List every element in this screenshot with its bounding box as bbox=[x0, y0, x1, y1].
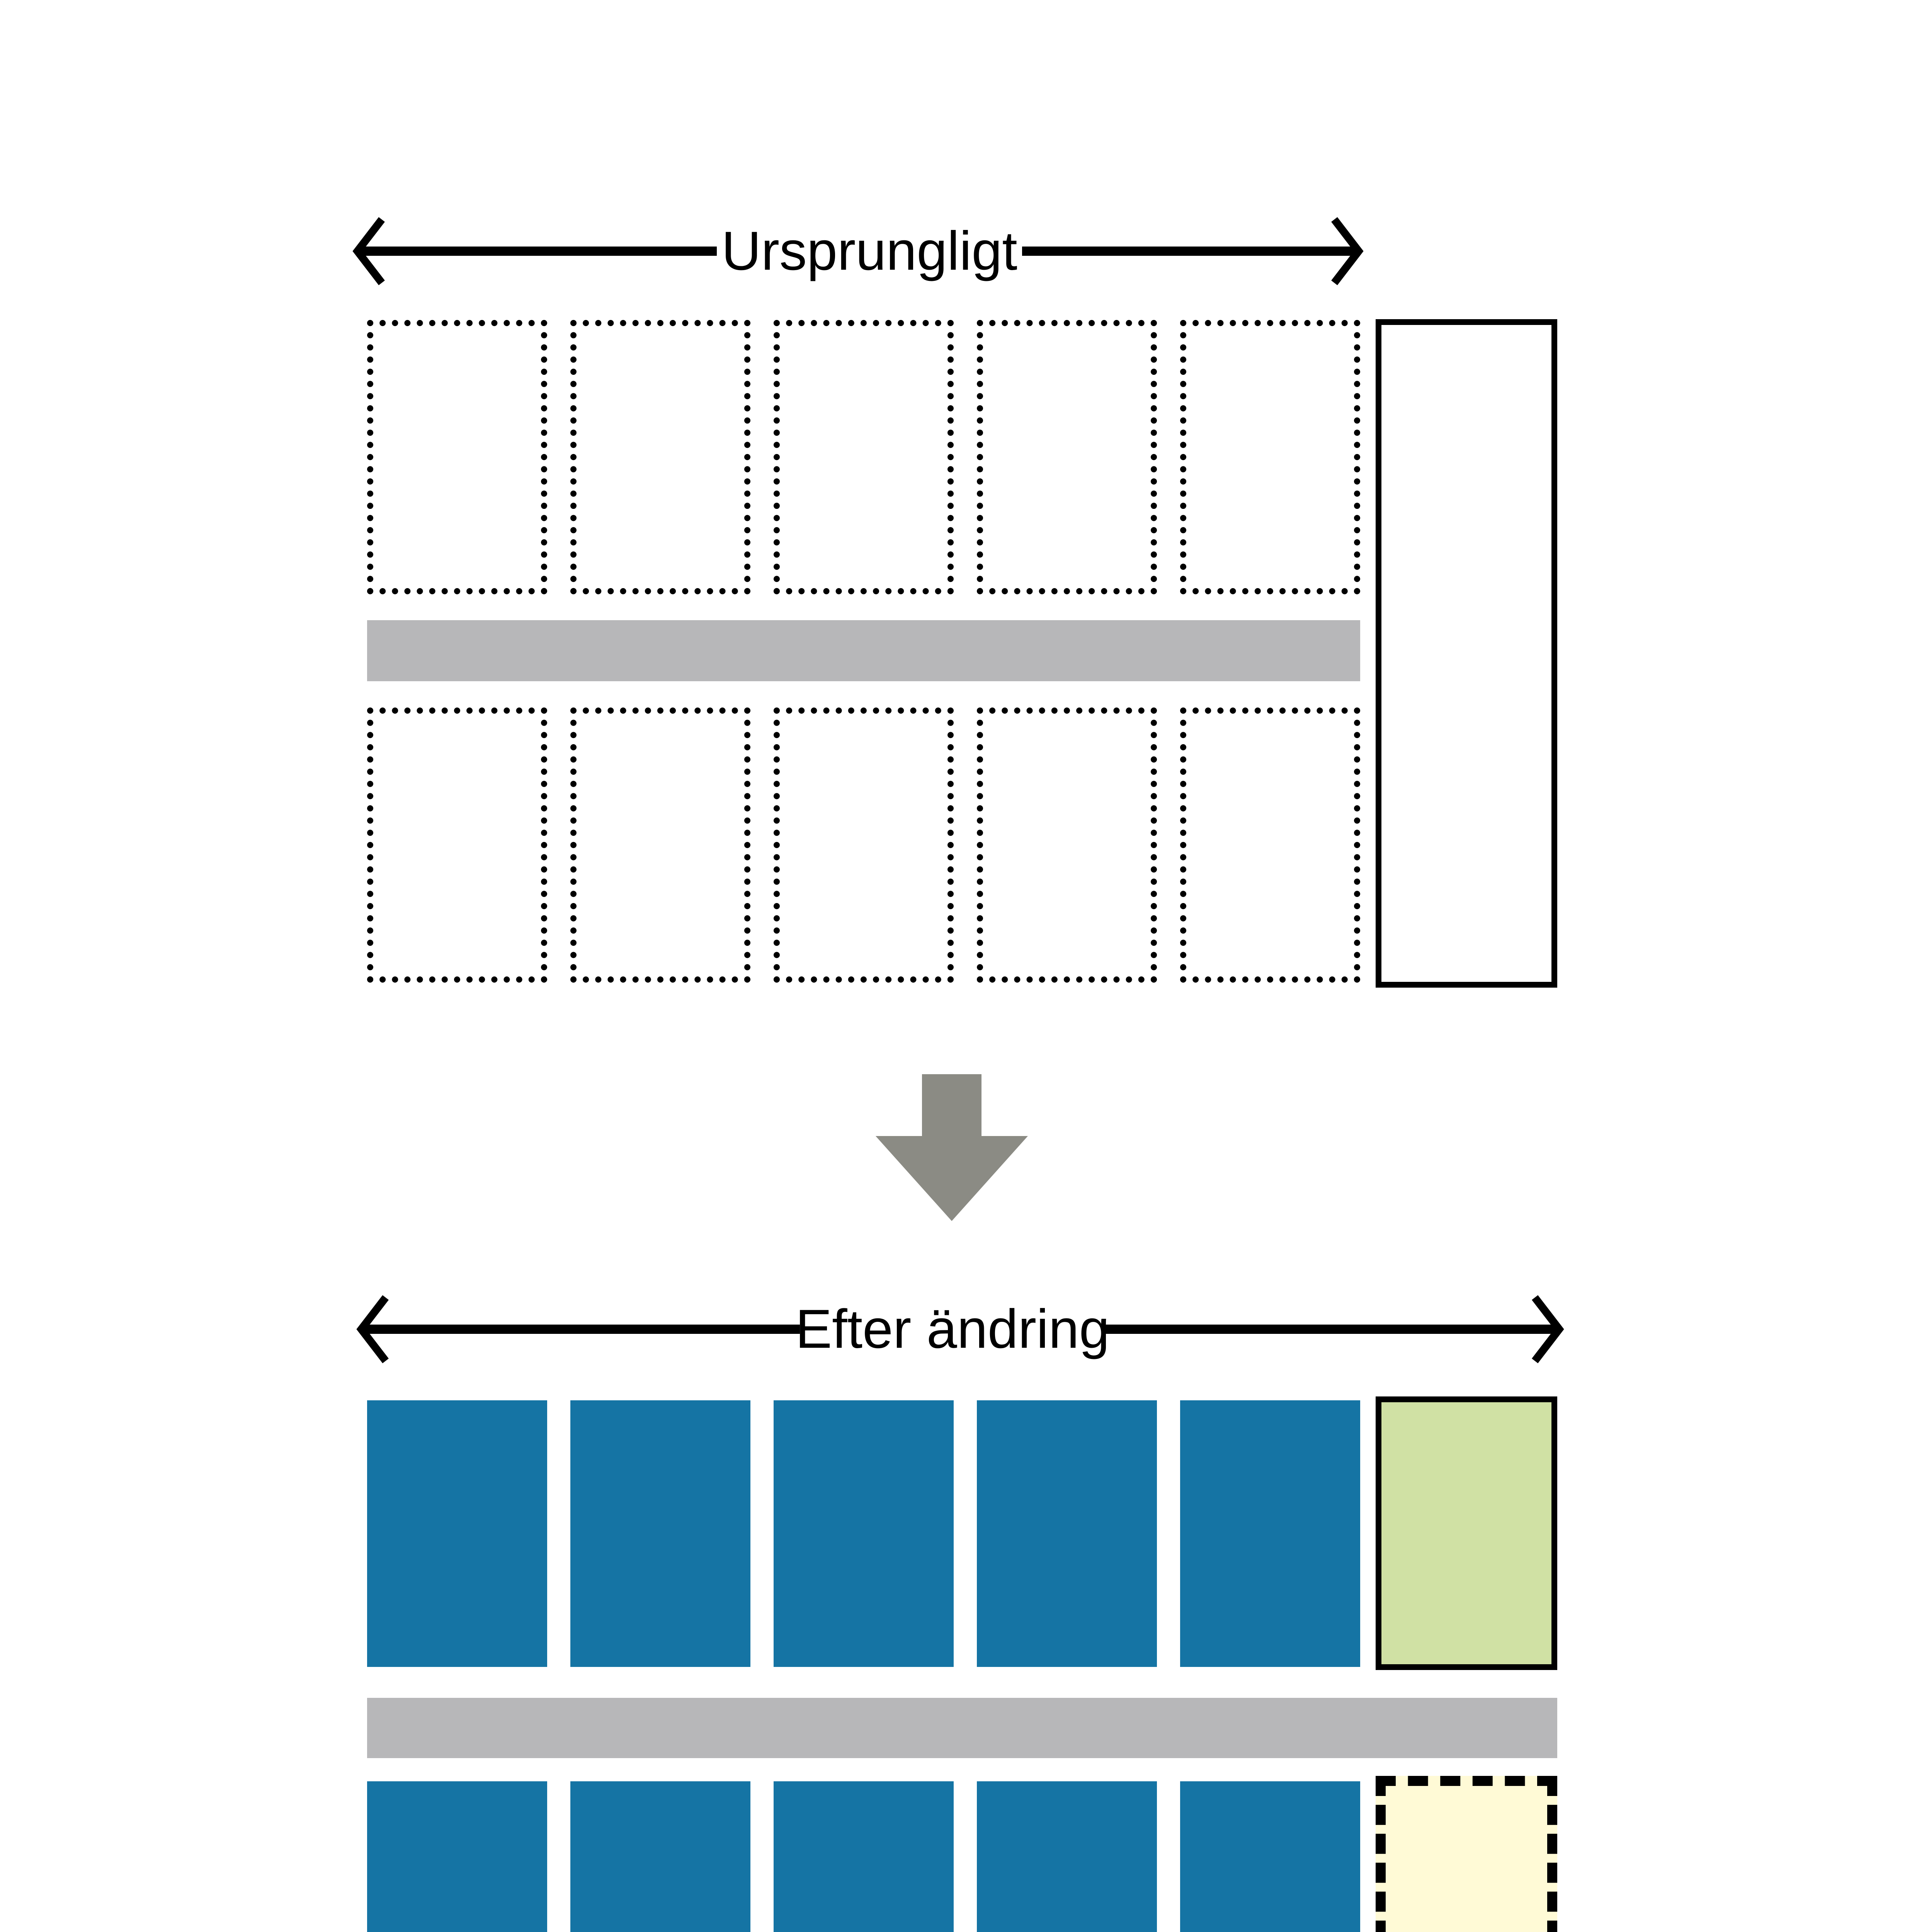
after-slot-available bbox=[1376, 1396, 1557, 1670]
aisle-bar bbox=[367, 1698, 1557, 1758]
aisle-bar bbox=[367, 620, 1360, 681]
after-slot-comment bbox=[774, 1781, 954, 1932]
down-arrow-icon bbox=[876, 1074, 1028, 1221]
after-slot-comment bbox=[977, 1400, 1157, 1667]
after-section-title: Efter ändring bbox=[795, 1298, 1110, 1360]
after-slot-comment bbox=[367, 1400, 547, 1667]
original-slot bbox=[570, 320, 750, 594]
after-slot-visit bbox=[1376, 1776, 1557, 1932]
after-slot-comment bbox=[1180, 1781, 1360, 1932]
after-slot-comment bbox=[774, 1400, 954, 1667]
arrow-right-icon bbox=[1331, 217, 1364, 286]
after-slot-comment bbox=[570, 1781, 750, 1932]
after-width-arrow bbox=[356, 1295, 1564, 1364]
original-width-arrow bbox=[352, 217, 1364, 286]
original-slot bbox=[1180, 320, 1360, 594]
original-slot bbox=[774, 707, 954, 983]
original-slot bbox=[977, 707, 1157, 983]
original-slot bbox=[367, 320, 547, 594]
original-slot bbox=[367, 707, 547, 983]
after-slot-comment bbox=[367, 1781, 547, 1932]
side-block bbox=[1376, 319, 1557, 988]
after-slot-comment bbox=[570, 1400, 750, 1667]
original-slot bbox=[977, 320, 1157, 594]
original-slot bbox=[570, 707, 750, 983]
arrow-right-icon bbox=[1532, 1295, 1564, 1364]
original-slot bbox=[1180, 707, 1360, 983]
original-slot bbox=[774, 320, 954, 594]
after-slot-comment bbox=[1180, 1400, 1360, 1667]
original-section-title: Ursprungligt bbox=[721, 220, 1017, 282]
after-slot-comment bbox=[977, 1781, 1157, 1932]
